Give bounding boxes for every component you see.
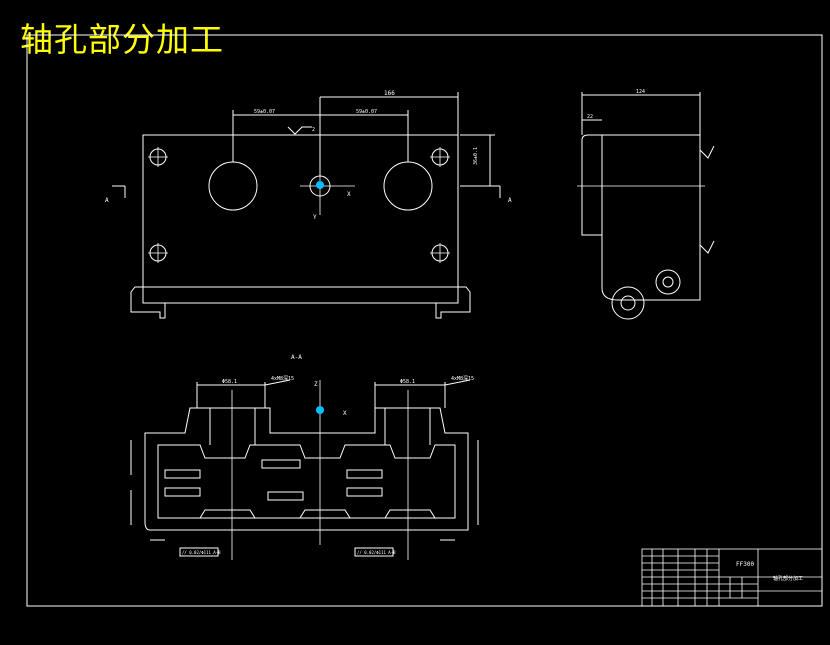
front-view — [112, 92, 501, 319]
front-datum-marker — [316, 181, 324, 189]
side-hole-outer — [655, 269, 681, 295]
drawing-title: 轴孔部分加工 — [20, 20, 224, 59]
front-left-bore — [208, 161, 258, 211]
front-left-dim: 59±0.07 — [254, 109, 275, 115]
section-right-bore-dim: Φ58.1 — [400, 379, 415, 385]
section-left-leader-note: 4xM8深15 — [271, 375, 294, 382]
side-left-dim: 22 — [587, 114, 593, 120]
front-top-dim: 166 — [384, 90, 395, 97]
section-bottom-note-left: // 0.02/Φ111 A-B — [182, 550, 221, 555]
side-top-dim: 124 — [636, 89, 645, 95]
front-right-bore — [383, 161, 433, 211]
section-outer-contour — [144, 407, 469, 531]
section-mark-left: A — [105, 197, 109, 204]
section-view — [130, 379, 479, 560]
side-bore-outer — [611, 286, 645, 320]
section-right-leader-note: 4xM8深15 — [451, 375, 474, 382]
section-axis-z: Z — [314, 381, 318, 388]
front-axis-y: Y — [313, 214, 317, 221]
title-block-part-code: FF300 — [736, 561, 754, 568]
title-block-part-name: 轴孔部分加工 — [773, 575, 803, 582]
front-right-dim: 59±0.07 — [356, 109, 377, 115]
section-mark-right: A — [508, 197, 512, 204]
front-finish-mark: 2 — [312, 127, 315, 133]
front-height-dim: 36±0.1 — [473, 147, 479, 165]
front-view-outline — [142, 134, 459, 288]
title-block — [641, 548, 823, 607]
section-bottom-note-right: // 0.02/Φ111 A-B — [357, 550, 396, 555]
side-view — [577, 92, 715, 320]
section-datum-marker — [316, 406, 324, 414]
sheet-border — [26, 34, 823, 607]
section-left-bore-dim: Φ58.1 — [222, 379, 237, 385]
side-hole-inner — [662, 276, 674, 288]
section-inner-cavity — [157, 444, 456, 519]
section-label: A-A — [291, 354, 302, 361]
front-axis-x: X — [347, 191, 351, 198]
side-view-outline — [581, 134, 701, 301]
section-axis-x: X — [343, 410, 347, 417]
side-bore-inner — [620, 295, 636, 311]
